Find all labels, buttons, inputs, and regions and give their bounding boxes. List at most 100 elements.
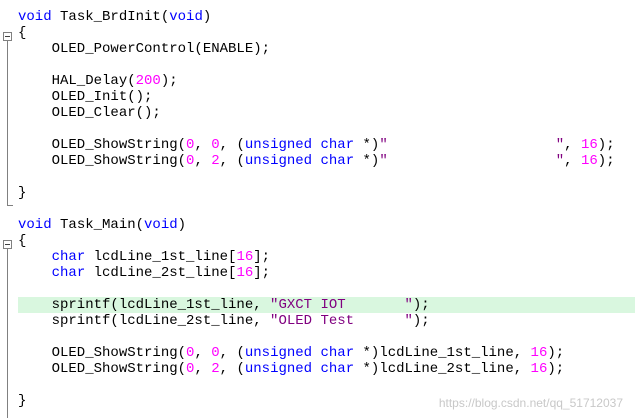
code-line[interactable]: OLED_ShowString(0, 2, (unsigned char *)"… xyxy=(0,153,635,169)
code-token: , ( xyxy=(219,361,245,377)
code-token: char xyxy=(320,345,355,361)
code-token: , xyxy=(564,153,581,169)
code-token: 0 xyxy=(186,137,195,153)
code-token: , xyxy=(194,137,212,153)
code-token: , xyxy=(194,153,212,169)
code-line[interactable]: OLED_ShowString(0, 2, (unsigned char *)l… xyxy=(0,361,635,377)
code-line[interactable] xyxy=(0,329,635,345)
code-token: 0 xyxy=(186,345,195,361)
code-line[interactable]: void Task_Main(void) xyxy=(0,217,635,233)
code-line-text: char lcdLine_1st_line[16]; xyxy=(18,249,270,265)
code-token: char xyxy=(51,249,86,265)
code-line[interactable] xyxy=(0,121,635,137)
code-line-text: char lcdLine_2st_line[16]; xyxy=(18,265,270,281)
code-line[interactable]: char lcdLine_1st_line[16]; xyxy=(0,249,635,265)
code-token: "OLED Test " xyxy=(270,313,413,329)
fold-gutter xyxy=(0,0,17,418)
code-line[interactable]: OLED_ShowString(0, 0, (unsigned char *)l… xyxy=(0,345,635,361)
code-line[interactable] xyxy=(0,57,635,73)
code-line-text: HAL_Delay(200); xyxy=(18,73,178,89)
code-token: OLED_PowerControl(ENABLE); xyxy=(18,41,271,57)
code-token: OLED_Init(); xyxy=(18,89,153,105)
code-token: lcdLine_2st_line[ xyxy=(85,265,237,281)
code-token: char xyxy=(320,153,355,169)
code-token xyxy=(18,249,52,265)
code-line[interactable] xyxy=(0,281,635,297)
code-line[interactable]: { xyxy=(0,233,635,249)
code-line[interactable]: void Task_BrdInit(void) xyxy=(0,9,635,25)
code-token: void xyxy=(18,217,52,233)
code-token: 16 xyxy=(530,361,548,377)
fold-collapse-icon[interactable] xyxy=(3,240,12,249)
code-token xyxy=(312,137,320,153)
code-token: unsigned xyxy=(244,361,313,377)
code-line-text: sprintf(lcdLine_1st_line, "GXCT IOT "); xyxy=(18,297,430,313)
code-token: , ( xyxy=(219,153,245,169)
code-token: 200 xyxy=(135,73,161,89)
code-token: *)lcdLine_2st_line, xyxy=(354,361,531,377)
code-token xyxy=(312,345,320,361)
code-line[interactable]: OLED_PowerControl(ENABLE); xyxy=(0,41,635,57)
code-token: 16 xyxy=(236,249,254,265)
code-line-text: OLED_Init(); xyxy=(18,89,153,105)
code-token: ) xyxy=(177,217,187,233)
code-token: } xyxy=(18,185,27,201)
code-token: void xyxy=(18,9,52,25)
code-token: } xyxy=(18,393,27,409)
code-line-text: void Task_Main(void) xyxy=(18,217,186,233)
code-line[interactable]: OLED_Init(); xyxy=(0,89,635,105)
code-line[interactable] xyxy=(0,169,635,185)
code-token: "GXCT IOT " xyxy=(270,297,413,313)
code-token: ); xyxy=(412,297,430,313)
code-token: OLED_ShowString( xyxy=(18,153,187,169)
code-line[interactable]: OLED_Clear(); xyxy=(0,105,635,121)
code-line-text: OLED_Clear(); xyxy=(18,105,161,121)
code-token: unsigned xyxy=(244,137,313,153)
code-token: { xyxy=(18,25,27,41)
code-line-text: OLED_ShowString(0, 0, (unsigned char *)"… xyxy=(18,137,615,153)
code-line[interactable]: char lcdLine_2st_line[16]; xyxy=(0,265,635,281)
code-token: ]; xyxy=(253,249,271,265)
code-token: 0 xyxy=(186,361,195,377)
code-line-text: { xyxy=(18,233,26,249)
watermark: https://blog.csdn.net/qq_51712037 xyxy=(438,396,623,410)
code-token: 0 xyxy=(211,345,220,361)
fold-collapse-icon[interactable] xyxy=(3,32,12,41)
code-line-text: OLED_ShowString(0, 0, (unsigned char *)l… xyxy=(18,345,565,361)
code-line[interactable]: OLED_ShowString(0, 0, (unsigned char *)"… xyxy=(0,137,635,153)
code-line-text: OLED_PowerControl(ENABLE); xyxy=(18,41,270,57)
code-line-text: sprintf(lcdLine_2st_line, "OLED Test "); xyxy=(18,313,430,329)
code-line[interactable]: } xyxy=(0,185,635,201)
code-token: ); xyxy=(547,345,565,361)
code-line-text: } xyxy=(18,393,26,409)
highlighted-code-line[interactable]: sprintf(lcdLine_1st_line, "GXCT IOT "); xyxy=(18,297,635,313)
code-token: ); xyxy=(547,361,565,377)
code-token: Task_Main( xyxy=(51,217,145,233)
code-token: , xyxy=(194,345,212,361)
code-token: ); xyxy=(412,313,430,329)
code-token: " " xyxy=(379,153,565,169)
code-token: , ( xyxy=(219,137,245,153)
fold-guide-line xyxy=(7,41,8,205)
code-token: ); xyxy=(597,153,615,169)
code-line-text: void Task_BrdInit(void) xyxy=(18,9,211,25)
code-token: 16 xyxy=(580,153,598,169)
code-line[interactable]: { xyxy=(0,25,635,41)
code-token: OLED_ShowString( xyxy=(18,345,187,361)
code-token: , xyxy=(194,361,212,377)
code-line[interactable] xyxy=(0,201,635,217)
code-token: OLED_ShowString( xyxy=(18,361,187,377)
code-token: ]; xyxy=(253,265,271,281)
code-token: 16 xyxy=(236,265,254,281)
code-token: *) xyxy=(354,137,380,153)
code-line[interactable]: sprintf(lcdLine_2st_line, "OLED Test "); xyxy=(0,313,635,329)
code-token: char xyxy=(320,361,355,377)
code-token: 2 xyxy=(211,153,220,169)
code-line[interactable]: } xyxy=(0,393,635,409)
code-token: sprintf(lcdLine_2st_line, xyxy=(18,313,271,329)
code-line[interactable]: HAL_Delay(200); xyxy=(0,73,635,89)
code-line[interactable] xyxy=(0,377,635,393)
code-token: *) xyxy=(354,153,380,169)
fold-end-marker xyxy=(7,205,13,206)
